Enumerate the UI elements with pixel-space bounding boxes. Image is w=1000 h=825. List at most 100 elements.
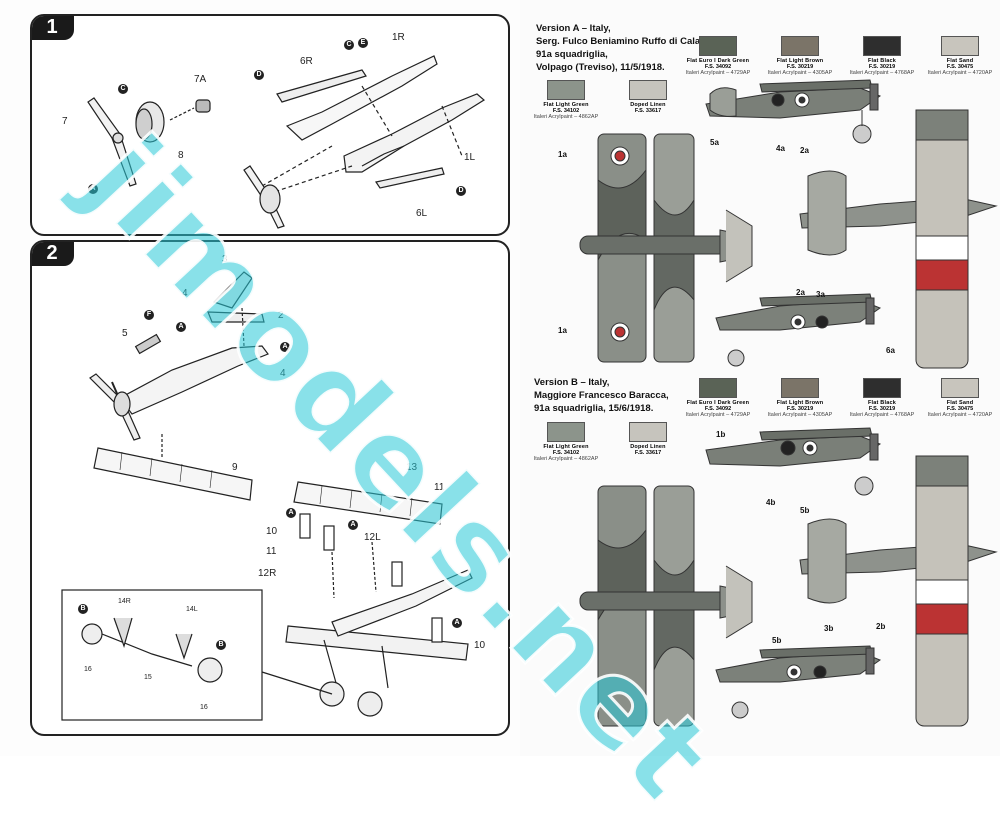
color-chip-sand-b: Flat Sand F.S. 30475 Italeri Acrylpaint …	[920, 378, 1000, 418]
callout-5b-lower: 5b	[772, 636, 782, 645]
color-italeri: Italeri Acrylpaint – 4768AP	[849, 412, 915, 418]
part-8-label: 8	[178, 150, 184, 161]
glue-f-marker: F	[144, 310, 154, 320]
glue-c-marker: C	[118, 84, 128, 94]
part-10-label-bottom: 10	[474, 640, 486, 651]
color-fs: F.S. 30219	[868, 406, 896, 412]
version-a-title-line-4: Volpago (Treviso), 11/5/1918.	[536, 62, 665, 73]
glue-d-marker-bottom: D	[456, 186, 466, 196]
color-fs: F.S. 33617	[634, 108, 662, 114]
step-2-panel: 2	[30, 240, 510, 736]
color-fs: F.S. 30219	[868, 64, 896, 70]
callout-3b: 3b	[824, 624, 834, 633]
color-italeri: Italeri Acrylpaint – 4862AP	[533, 114, 599, 120]
swatch	[629, 80, 667, 100]
part-6l-label: 6L	[416, 208, 428, 219]
step-1-drawing	[87, 55, 486, 229]
callout-3a: 3a	[816, 290, 825, 299]
callout-5b: 5b	[800, 506, 810, 515]
color-name: Flat Sand	[946, 400, 974, 406]
color-italeri: Italeri Acrylpaint – 4720AP	[927, 70, 993, 76]
swatch	[629, 422, 667, 442]
callout-2a-lower: 2a	[796, 288, 805, 297]
color-fs: F.S. 30475	[946, 406, 974, 412]
swatch	[863, 36, 901, 56]
step-2-badge: 2	[32, 242, 74, 266]
color-chip-light-brown-b: Flat Light Brown F.S. 30219 Italeri Acry…	[760, 378, 840, 418]
color-chip-black-a: Flat Black F.S. 30219 Italeri Acrylpaint…	[842, 36, 922, 76]
glue-e-marker: E	[358, 38, 368, 48]
part-14r-label: 14R	[118, 598, 131, 605]
part-4-label-bottom: 4	[280, 368, 286, 379]
color-name: Flat Black	[868, 400, 896, 406]
part-1l-label: 1L	[464, 152, 476, 163]
callout-5a: 5a	[710, 138, 719, 147]
part-12l-label: 12L	[364, 532, 381, 543]
version-a-title-line-1: Version A – Italy,	[536, 23, 611, 34]
version-a-title: Version A – Italy, Serg. Fulco Beniamino…	[536, 22, 718, 74]
color-name: Flat Light Brown	[776, 58, 824, 64]
part-13-label: 13	[406, 462, 418, 473]
assembly-page: 1	[0, 0, 520, 756]
color-fs: F.S. 34102	[552, 450, 580, 456]
swatch	[781, 36, 819, 56]
color-name: Flat Euro I Dark Green	[686, 400, 750, 406]
color-italeri: Italeri Acrylpaint – 4768AP	[849, 70, 915, 76]
color-chip-light-green-a: Flat Light Green F.S. 34102 Italeri Acry…	[526, 80, 606, 120]
callout-1a-bottom: 1a	[558, 326, 567, 335]
color-name: Flat Sand	[946, 58, 974, 64]
part-14l-label: 14L	[186, 606, 198, 613]
color-name: Flat Light Brown	[776, 400, 824, 406]
part-11-label-right: 11	[434, 482, 445, 493]
color-chip-light-brown-a: Flat Light Brown F.S. 30219 Italeri Acry…	[760, 36, 840, 76]
version-a-title-line-2: Serg. Fulco Beniamino Ruffo di Calabria	[536, 36, 718, 47]
version-a-title-line-3: 91a squadriglia,	[536, 49, 608, 60]
version-b-title-line-3: 91a squadriglia, 15/6/1918.	[534, 403, 654, 414]
color-italeri: Italeri Acrylpaint – 4729AP	[685, 412, 751, 418]
glue-b-marker-1: B	[78, 604, 88, 614]
swatch	[941, 378, 979, 398]
part-5-label: 5	[122, 328, 128, 339]
callout-1b: 1b	[716, 430, 726, 439]
part-10-label-top: 10	[266, 526, 278, 537]
part-3-label: 3	[222, 254, 228, 265]
color-fs: F.S. 30219	[786, 64, 814, 70]
step-2-drawing	[61, 271, 473, 721]
color-fs: F.S. 34092	[704, 406, 732, 412]
swatch	[941, 36, 979, 56]
swatch	[863, 378, 901, 398]
color-fs: F.S. 30219	[786, 406, 814, 412]
version-b-title-line-1: Version B – Italy,	[534, 377, 610, 388]
step-1-panel: 1	[30, 14, 510, 236]
color-fs: F.S. 30475	[946, 64, 974, 70]
glue-d-marker-top: D	[254, 70, 264, 80]
color-fs: F.S. 33617	[634, 450, 662, 456]
color-name: Flat Light Green	[543, 102, 589, 108]
swatch	[547, 80, 585, 100]
color-chip-doped-linen-b: Doped Linen F.S. 33617	[608, 422, 688, 456]
glue-a-marker-1: A	[176, 322, 186, 332]
color-name: Doped Linen	[630, 444, 666, 450]
swatch	[547, 422, 585, 442]
version-a-profiles	[579, 79, 998, 369]
glue-a-marker-4: A	[348, 520, 358, 530]
part-11-label-left: 11	[266, 546, 277, 557]
color-fs: F.S. 34092	[704, 64, 732, 70]
part-9-label: 9	[232, 462, 238, 473]
part-7a-label: 7A	[194, 74, 207, 85]
color-name: Doped Linen	[630, 102, 666, 108]
swatch	[699, 378, 737, 398]
part-6r-label: 6R	[300, 56, 313, 67]
step-1-badge: 1	[32, 16, 74, 40]
color-chip-light-green-b: Flat Light Green F.S. 34102 Italeri Acry…	[526, 422, 606, 462]
version-b-title-line-2: Maggiore Francesco Baracca,	[534, 390, 669, 401]
color-chip-dark-green-a: Flat Euro I Dark Green F.S. 34092 Italer…	[678, 36, 758, 76]
color-chip-sand-a: Flat Sand F.S. 30475 Italeri Acrylpaint …	[920, 36, 1000, 76]
glue-a-marker-2: A	[280, 342, 290, 352]
part-2-label: 2	[278, 310, 284, 321]
glue-a-marker-5: A	[452, 618, 462, 628]
color-fs: F.S. 34102	[552, 108, 580, 114]
color-italeri: Italeri Acrylpaint – 4305AP	[767, 70, 833, 76]
callout-2a: 2a	[800, 146, 809, 155]
part-1r-label: 1R	[392, 32, 405, 43]
